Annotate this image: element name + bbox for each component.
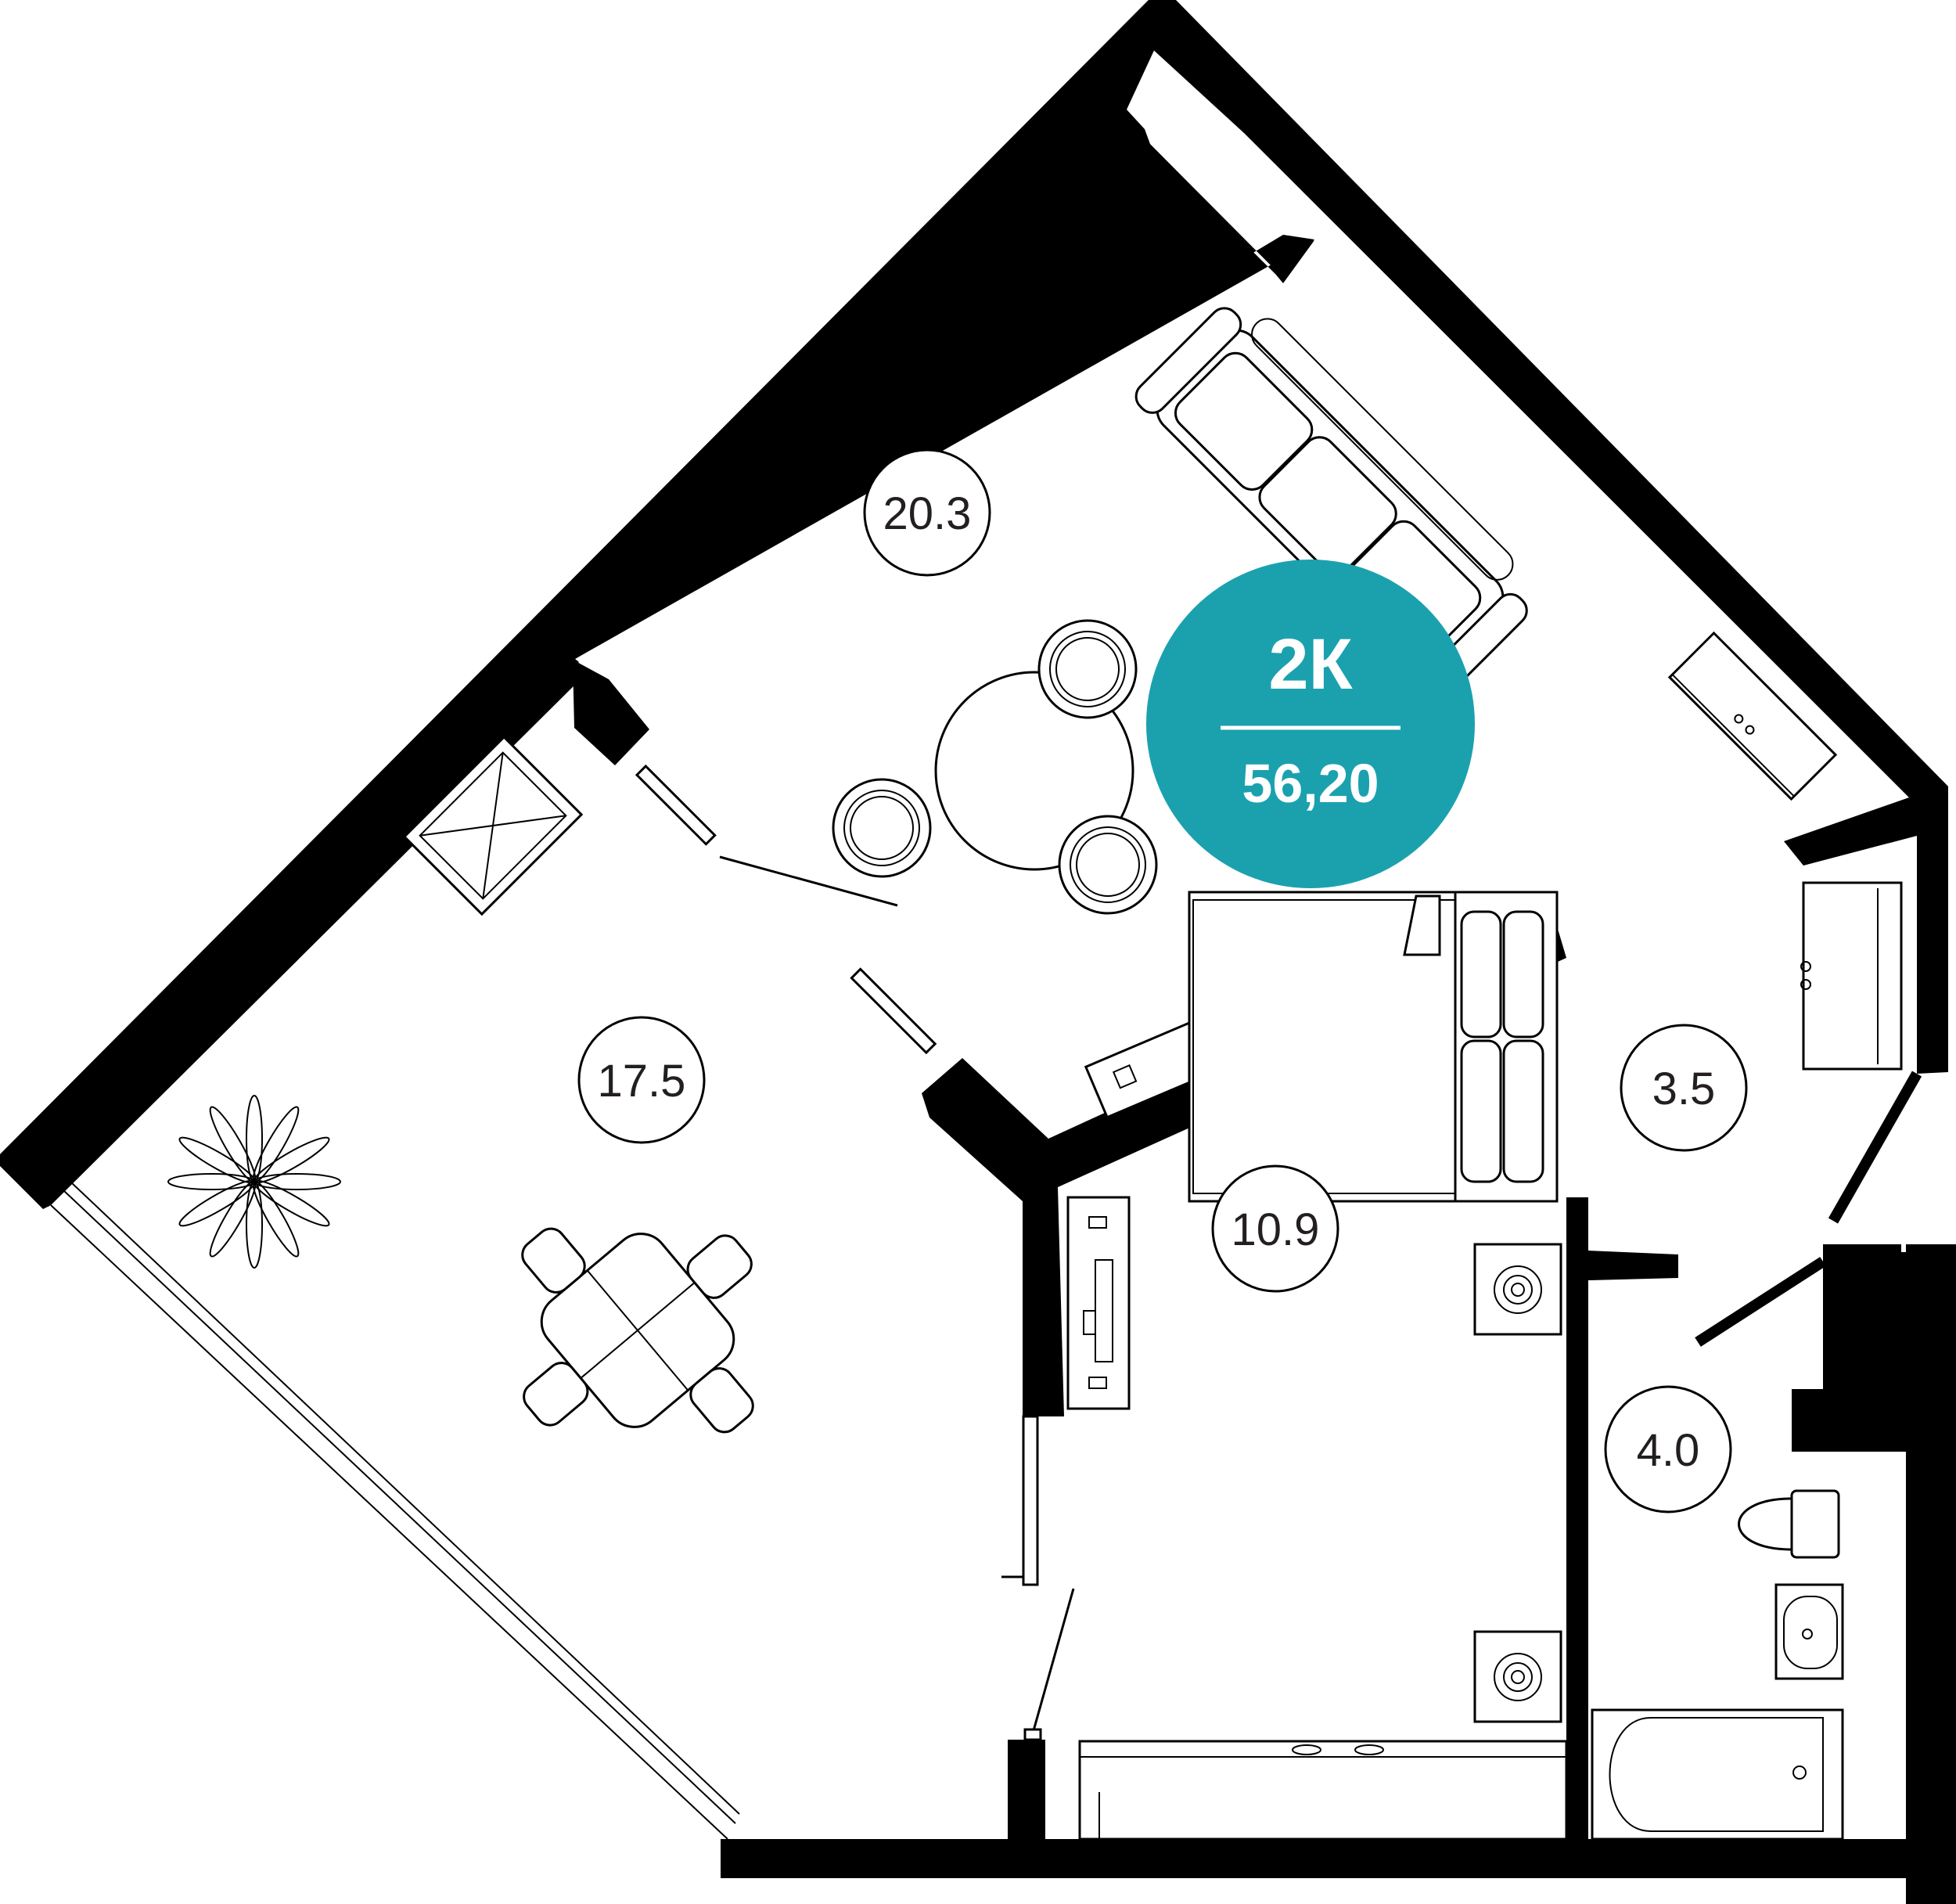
room-label-kitchen-living: 20.3 xyxy=(863,448,991,577)
sink-icon xyxy=(1774,1583,1844,1680)
room-area-living-room: 17.5 xyxy=(598,1056,686,1107)
room-label-hallway: 3.5 xyxy=(1620,1024,1748,1152)
room-area-hallway: 3.5 xyxy=(1652,1064,1716,1114)
nightstand-icon xyxy=(1473,1630,1562,1723)
nightstand-icon xyxy=(1473,1243,1562,1336)
room-area-bathroom: 4.0 xyxy=(1637,1425,1700,1476)
room-label-bathroom: 4.0 xyxy=(1604,1385,1732,1513)
round-table-icon xyxy=(832,619,1158,915)
wardrobe-icon xyxy=(1667,631,1838,801)
bathtub-icon xyxy=(1591,1708,1844,1841)
apartment-badge: 2К 56,20 xyxy=(1146,560,1475,888)
wardrobe-icon xyxy=(1078,1740,1568,1841)
room-label-living-room: 17.5 xyxy=(577,1016,706,1144)
dining-table-icon xyxy=(521,1227,754,1434)
plant-icon xyxy=(167,1095,341,1269)
sofa-icon xyxy=(1134,307,1528,700)
tv-stand-icon xyxy=(1066,1196,1131,1410)
wardrobe-icon xyxy=(1800,881,1903,1071)
room-label-bedroom: 10.9 xyxy=(1211,1164,1339,1293)
bed-icon xyxy=(1188,891,1559,1203)
apartment-total-area: 56,20 xyxy=(1242,753,1379,814)
apartment-type: 2К xyxy=(1268,624,1353,704)
room-area-kitchen-living: 20.3 xyxy=(883,488,972,539)
ventilation-shaft-icon xyxy=(402,735,584,916)
toilet-icon xyxy=(1738,1489,1840,1559)
room-area-bedroom: 10.9 xyxy=(1231,1204,1320,1255)
window-icon xyxy=(50,1181,740,1840)
